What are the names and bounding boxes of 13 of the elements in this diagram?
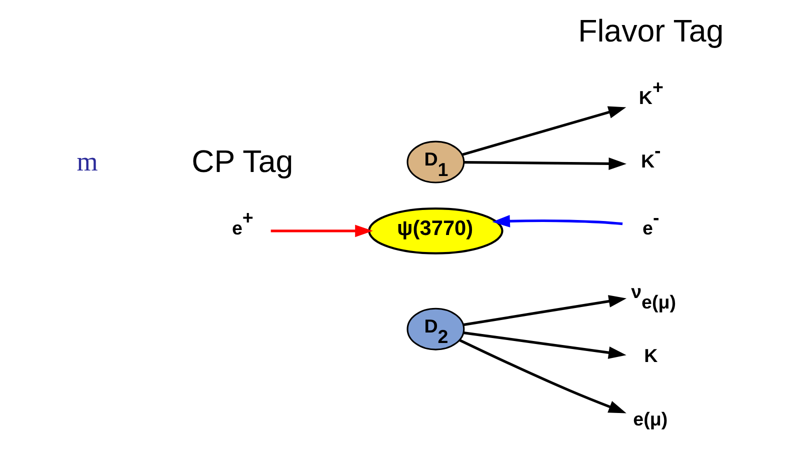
arrow xyxy=(462,295,626,326)
arrow xyxy=(492,214,622,228)
arrow xyxy=(462,106,626,156)
label: CP Tag xyxy=(191,144,293,179)
node-text: e(μ) xyxy=(632,408,668,430)
node-ellipse: ψ(3770) xyxy=(368,208,503,254)
arrow xyxy=(463,331,626,359)
arrow xyxy=(270,224,372,238)
label: Flavor Tag xyxy=(578,13,724,48)
arrow xyxy=(458,339,626,414)
arrow xyxy=(464,158,626,170)
label: m xyxy=(76,146,98,177)
node-text: K xyxy=(644,344,658,366)
